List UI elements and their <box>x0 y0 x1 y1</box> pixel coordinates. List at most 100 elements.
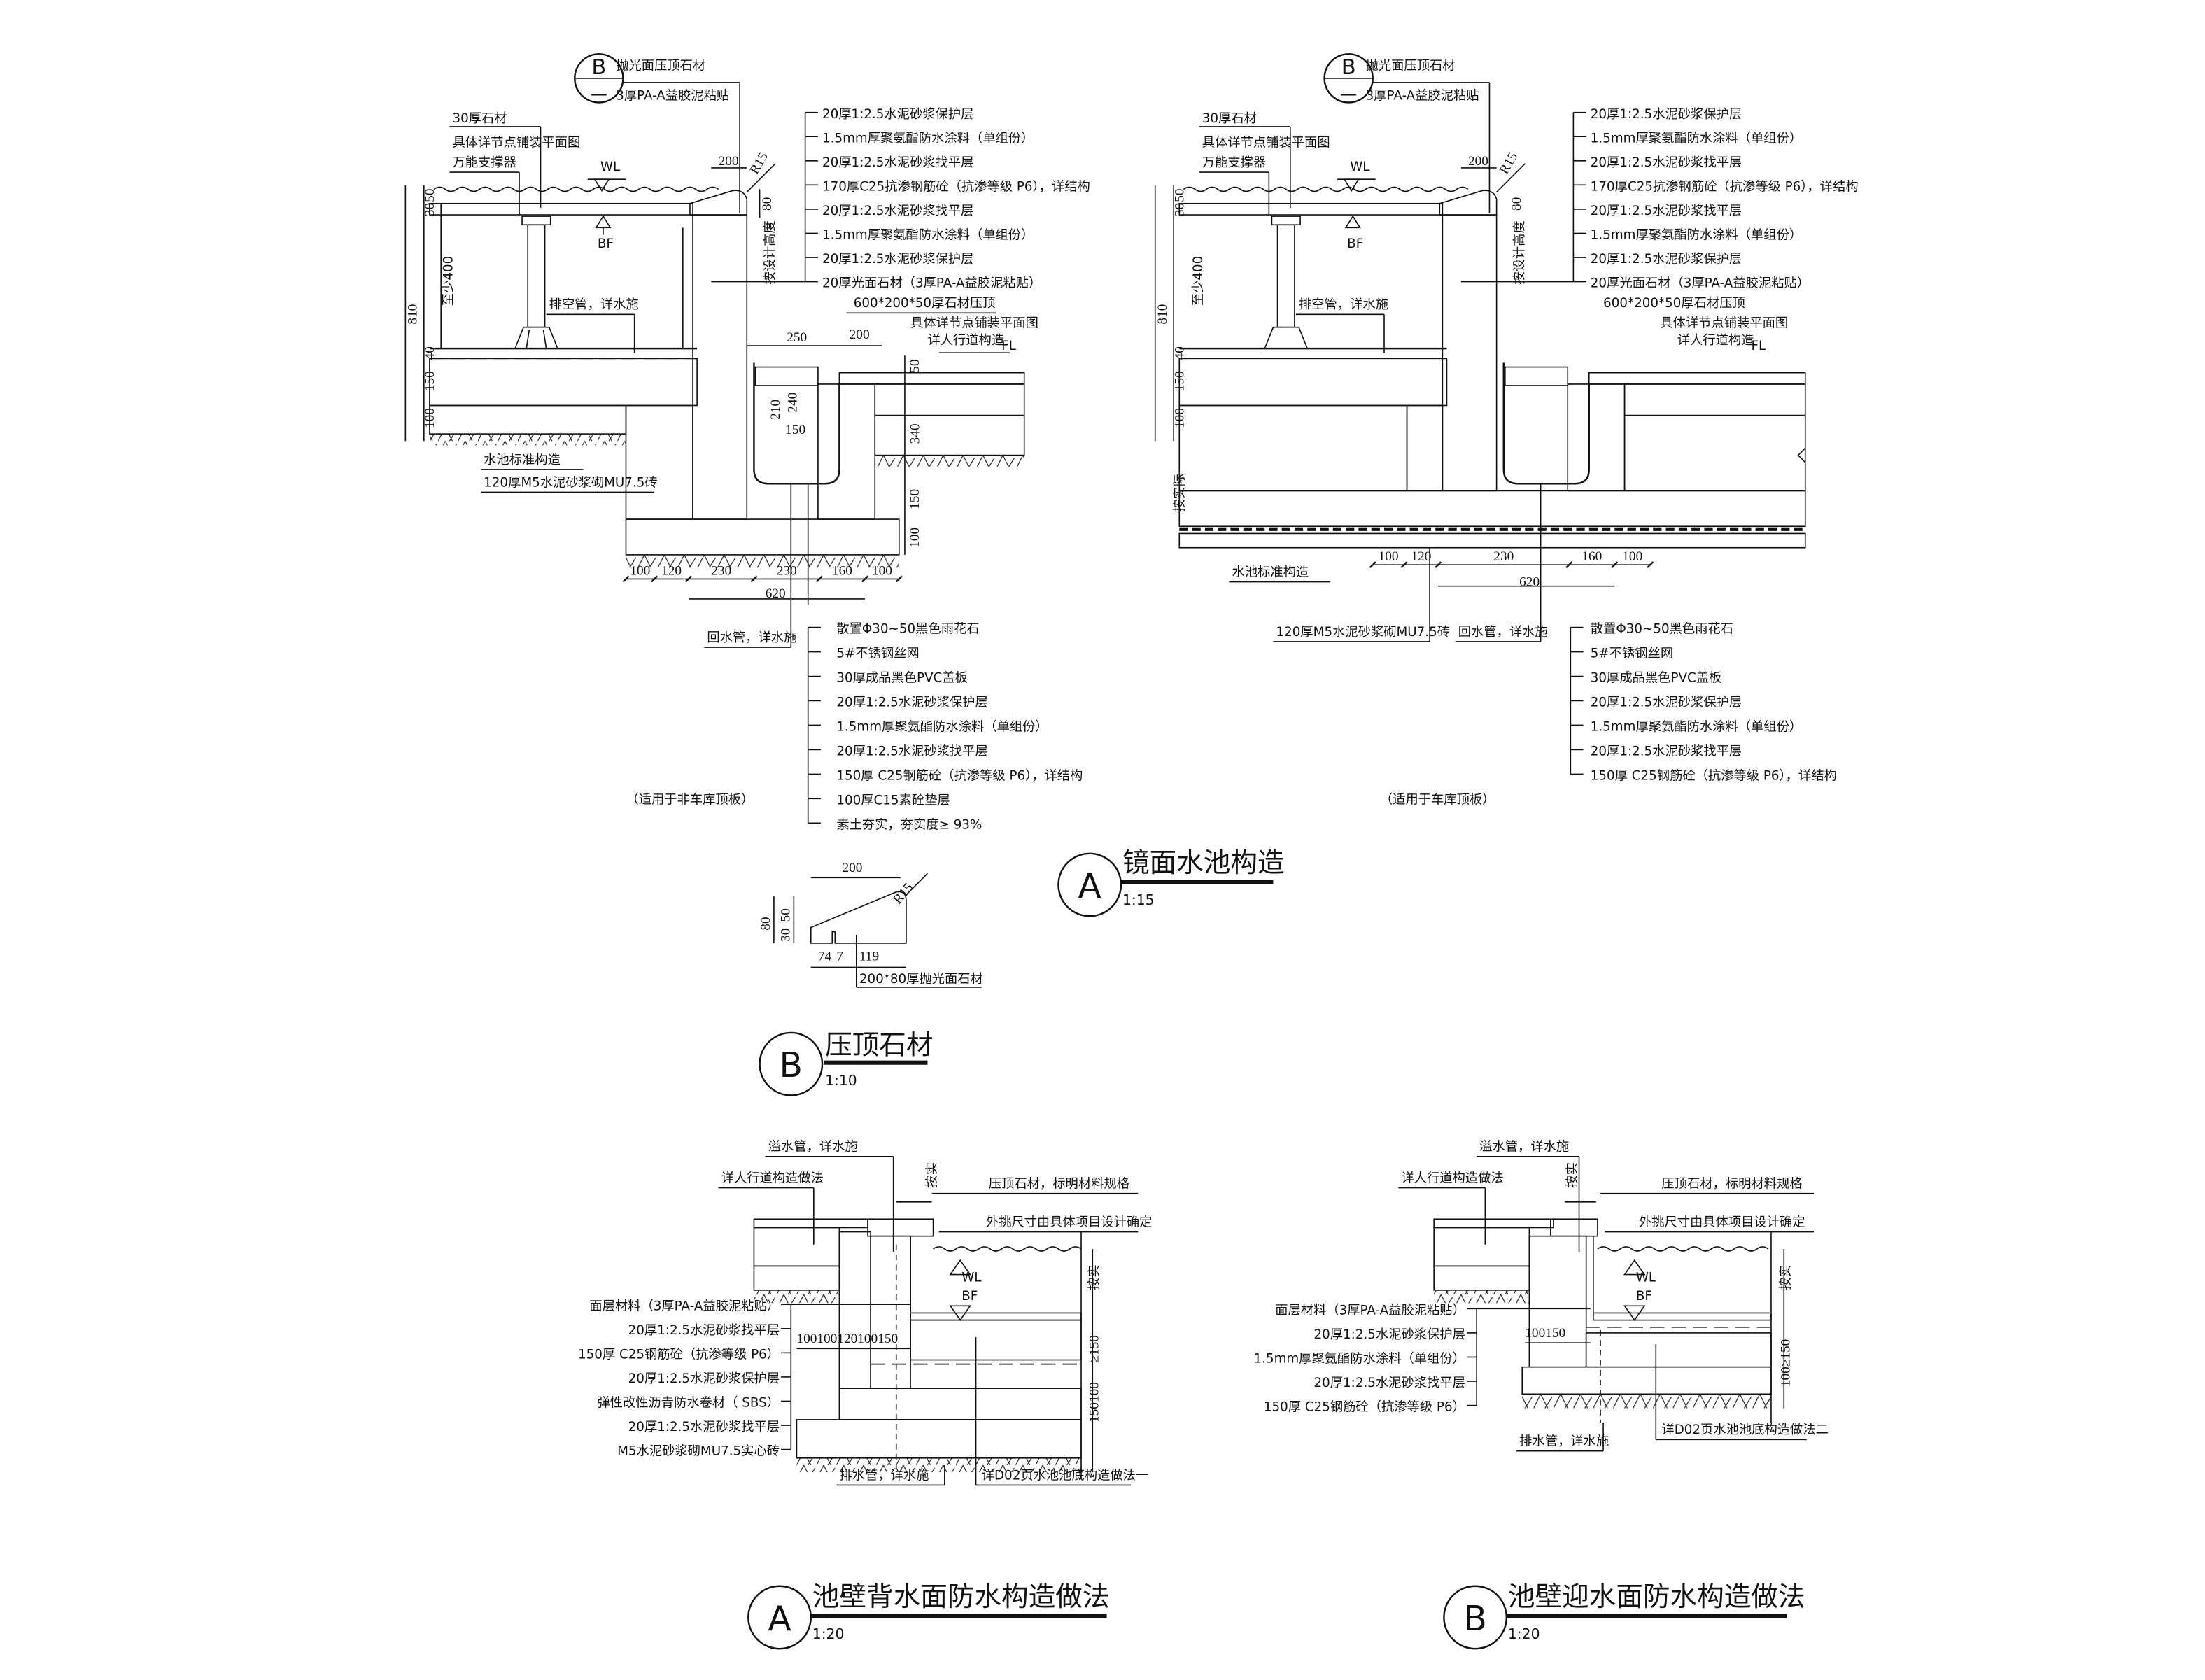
as-built-label: 按实际 <box>1172 474 1187 512</box>
blinding-layer <box>429 404 627 435</box>
fl-label: FL <box>1001 339 1017 353</box>
dim-50: 50 <box>1172 188 1187 202</box>
dim-40: 40 <box>1172 346 1187 360</box>
stone-label: 具体详节点铺装平面图 <box>452 135 580 150</box>
title-name: 镜面水池构造 <box>1122 847 1285 879</box>
overflow-pipe-label: 溢水管，详水施 <box>768 1140 858 1155</box>
dim-240: 240 <box>785 393 800 413</box>
dim-620: 620 <box>766 586 786 601</box>
radius-label: R15 <box>747 150 771 176</box>
bf-label: BF <box>961 1289 978 1304</box>
bf-label: BF <box>598 237 614 251</box>
dim-80: 80 <box>1509 197 1524 211</box>
layer-callout-label: 面层材料（3厚PA-A益胶泥粘贴） <box>1275 1303 1465 1318</box>
dimension-tick <box>816 575 823 583</box>
overflow-pipe-label: 溢水管，详水施 <box>1479 1140 1569 1155</box>
as-built-label: 按实 <box>1565 1162 1579 1188</box>
dim-810: 810 <box>406 304 421 325</box>
layer-callout-label: 20厚1:2.5水泥砂浆找平层 <box>628 1420 780 1434</box>
layer-callout-label: 5#不锈钢丝网 <box>836 647 919 661</box>
floor-ref-label: 详D02页水池池底构造做法一 <box>982 1468 1148 1483</box>
title-scale: 1:15 <box>1122 891 1155 908</box>
dim-150b: 150 <box>785 423 805 437</box>
dim-200b: 200 <box>850 327 870 342</box>
compacted-soil <box>429 434 626 446</box>
return-pipe-label: 回水管，详水施 <box>707 630 796 645</box>
layer-callout-label: 面层材料（3厚PA-A益胶泥粘贴） <box>589 1299 780 1313</box>
concrete-wall <box>870 1235 911 1389</box>
layer-callout-label: 20厚1:2.5水泥砂浆保护层 <box>1591 696 1742 710</box>
coping-label: 600*200*50厚石材压顶 <box>1603 296 1745 311</box>
dim-30: 30 <box>778 929 793 942</box>
dimension-value: 230 <box>711 563 731 578</box>
layer-callout-label: 弹性改性沥青防水卷材（ SBS） <box>597 1396 780 1411</box>
dim-210: 210 <box>768 400 783 420</box>
fl-label: FL <box>1752 339 1767 353</box>
drain-pipe-label: 排水管，详水施 <box>839 1468 929 1483</box>
dim-7: 7 <box>836 949 843 963</box>
layer-callout-label: 20厚1:2.5水泥砂浆找平层 <box>1313 1376 1465 1390</box>
stone-label: 万能支撑器 <box>1202 155 1266 170</box>
paving-note: 具体详节点铺装平面图 <box>1660 316 1788 331</box>
dim-74: 74 <box>818 949 832 963</box>
layer-callout-label: 170厚C25抗渗钢筋砼（抗渗等级 P6），详结构 <box>1591 179 1859 194</box>
applicability-note: （适用于车库顶板） <box>1380 793 1495 807</box>
dim-100: 100 <box>1172 408 1187 428</box>
layer-callout-label: 20厚1:2.5水泥砂浆保护层 <box>836 696 987 710</box>
layer-callout-label: 20厚1:2.5水泥砂浆找平层 <box>628 1323 780 1338</box>
layer-callout-label: 170厚C25抗渗钢筋砼（抗渗等级 P6），详结构 <box>822 179 1090 194</box>
layer-callout-label: 20厚1:2.5水泥砂浆找平层 <box>1591 204 1742 218</box>
dim-min400: 至少400 <box>441 256 456 306</box>
dim-30: 30 <box>423 203 437 216</box>
coping-stone-detail: 200 R15 80 30 50 74 7 119 200*80厚抛光面石材 <box>759 861 983 988</box>
dimension-value: 120 <box>1411 549 1431 564</box>
radius-label: R15 <box>1497 150 1521 176</box>
dim-119: 119 <box>859 949 879 963</box>
layer-callout-label: M5水泥砂浆砌MU7.5实心砖 <box>617 1444 780 1459</box>
bf-label: BF <box>1347 237 1363 251</box>
bf-label: BF <box>1636 1289 1652 1304</box>
dimension-tick <box>895 575 903 583</box>
water-surface <box>433 186 719 192</box>
radius-label: R15 <box>891 880 917 907</box>
design-height-label: 按设计高度 <box>763 220 777 284</box>
dimension-tick <box>1400 561 1408 569</box>
layer-callout-label: 20厚1:2.5水泥砂浆找平层 <box>822 204 973 218</box>
wall-layer-callouts: 20厚1:2.5水泥砂浆保护层1.5mm厚聚氨酯防水涂料（单组份）20厚1:2.… <box>1572 107 1859 291</box>
paving-note: 详人行道构造 <box>927 333 1004 348</box>
coping-stone <box>1550 1218 1598 1237</box>
layer-callout-label: 20厚1:2.5水泥砂浆找平层 <box>836 744 987 759</box>
wl-label: WL <box>1636 1271 1656 1285</box>
wall-front-face-detail: WL BF 按实 100≥150 100150 溢水管，详水施 详人行道构造做法… <box>1254 1140 1829 1452</box>
stone-label: 万能支撑器 <box>452 155 516 170</box>
layer-callout-label: 20厚1:2.5水泥砂浆找平层 <box>822 155 973 170</box>
depth-label: 按实 <box>1778 1264 1793 1290</box>
layer-callout-label: 150厚 C25钢筋砼（抗渗等级 P6），详结构 <box>1591 769 1837 784</box>
brick-label: 120厚M5水泥砂浆砌MU7.5砖 <box>1276 625 1451 640</box>
design-height-label: 按设计高度 <box>1512 220 1527 284</box>
wl-label: WL <box>961 1271 982 1285</box>
dim-620: 620 <box>1519 575 1540 590</box>
overhang-label: 外挑尺寸由具体项目设计确定 <box>1639 1215 1805 1229</box>
drain-pipe-label: 排空管，详水施 <box>549 297 639 312</box>
dimension-tick <box>750 575 758 583</box>
title-letter: A <box>1078 866 1101 906</box>
dim-150c: 150 <box>908 489 922 509</box>
layer-callout-label: 30厚成品黑色PVC盖板 <box>1591 671 1722 686</box>
wall-layer-callouts: 面层材料（3厚PA-A益胶泥粘贴）20厚1:2.5水泥砂浆保护层1.5mm厚聚氨… <box>1254 1303 1477 1415</box>
dimension-value: 100 <box>1379 549 1399 564</box>
dimension-value: 230 <box>1493 549 1514 564</box>
pool-slab <box>910 1319 1082 1361</box>
wall-back-face-detail: WL BF 按实 ≥150 150100 100100120100150 溢水管… <box>578 1140 1152 1486</box>
slab-dim: ≥150 <box>1087 1335 1101 1363</box>
pool-standard-label: 水池标准构造 <box>1232 565 1309 579</box>
title-scale: 1:10 <box>825 1072 857 1089</box>
pool-slab <box>1585 1332 1772 1368</box>
dimension-tick <box>622 575 630 583</box>
title-letter: B <box>1463 1599 1486 1639</box>
wl-label: WL <box>1350 160 1370 174</box>
dim-810: 810 <box>1155 304 1170 325</box>
layer-callout-label: 20厚1:2.5水泥砂浆保护层 <box>1313 1327 1465 1342</box>
